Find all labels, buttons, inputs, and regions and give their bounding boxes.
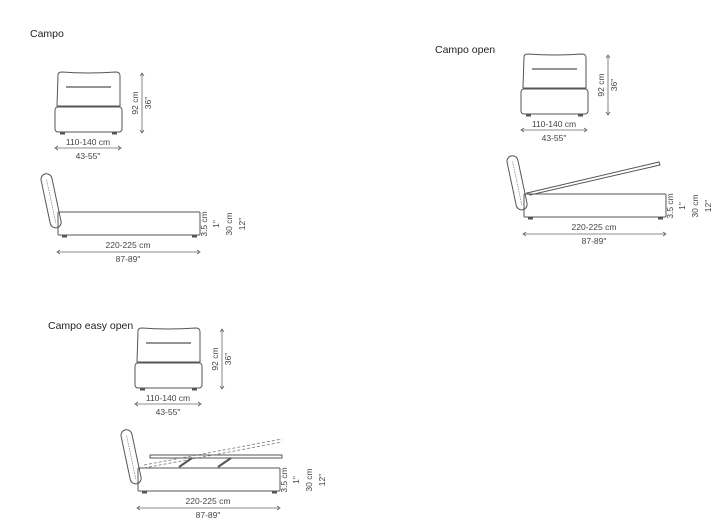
section-title: Campo open (435, 44, 495, 56)
front-width-in: 43-55" (156, 407, 181, 417)
side-feet-in: 1" (211, 220, 221, 228)
side-length-cm: 220-225 cm (186, 496, 231, 506)
side-length-in: 87-89" (196, 510, 221, 520)
dimension-labels: 92 cm 36" 110-140 cm 43-55" 3.5 cm 1" 30… (146, 347, 327, 520)
side-feet-in: 1" (677, 202, 687, 210)
side-height-cm: 30 cm (690, 194, 700, 217)
side-length-in: 87-89" (582, 236, 607, 246)
front-height-in: 36" (223, 353, 233, 365)
side-height-in: 12" (703, 200, 713, 212)
dimension-labels: 92 cm 36" 110-140 cm 43-55" 3.5 cm 1" 30… (532, 73, 713, 246)
side-length-cm: 220-225 cm (106, 240, 151, 250)
side-height-cm: 30 cm (304, 468, 314, 491)
front-height-cm: 92 cm (596, 73, 606, 96)
section-campo-easy-open: Campo easy open 92 cm 36" 110-140 cm 43-… (48, 320, 327, 520)
side-height-cm: 30 cm (224, 212, 234, 235)
front-height-cm: 92 cm (130, 91, 140, 114)
front-width-in: 43-55" (542, 133, 567, 143)
front-width-cm: 110-140 cm (66, 137, 110, 147)
bed-drawing (119, 327, 281, 511)
front-height-in: 36" (143, 97, 153, 109)
easy-open-lid (143, 438, 283, 469)
section-campo: Campo 92 cm 36" 110-140 cm 43-55" 3.5 cm… (30, 28, 247, 264)
side-height-in: 12" (237, 218, 247, 230)
bed-drawing (505, 53, 667, 237)
side-feet-cm: 3.5 cm (665, 193, 675, 219)
front-width-cm: 110-140 cm (146, 393, 190, 403)
side-feet-in: 1" (291, 476, 301, 484)
front-width-cm: 110-140 cm (532, 119, 576, 129)
side-feet-cm: 3.5 cm (199, 211, 209, 237)
section-campo-open: Campo open 92 cm 36" 110-140 cm 43-55" 3… (435, 44, 713, 246)
side-feet-cm: 3.5 cm (279, 467, 289, 493)
section-title: Campo easy open (48, 320, 133, 332)
bed-drawing (39, 71, 201, 255)
side-height-in: 12" (317, 474, 327, 486)
open-lid (525, 161, 661, 196)
section-title: Campo (30, 28, 64, 40)
front-height-in: 36" (609, 79, 619, 91)
side-length-cm: 220-225 cm (572, 222, 617, 232)
front-height-cm: 92 cm (210, 347, 220, 370)
dimension-labels: 92 cm 36" 110-140 cm 43-55" 3.5 cm 1" 30… (66, 91, 247, 264)
side-length-in: 87-89" (116, 254, 141, 264)
front-width-in: 43-55" (76, 151, 101, 161)
